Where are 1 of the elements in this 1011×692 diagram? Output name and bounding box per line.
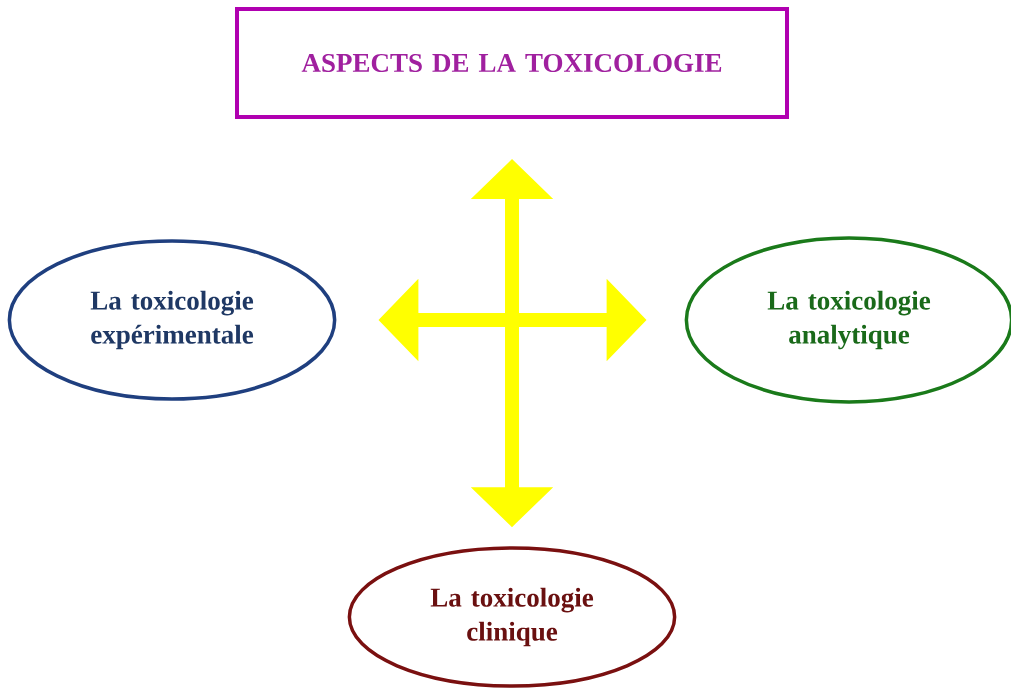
title-box: ASPECTS DE LA TOXICOLOGIE [235,7,789,119]
